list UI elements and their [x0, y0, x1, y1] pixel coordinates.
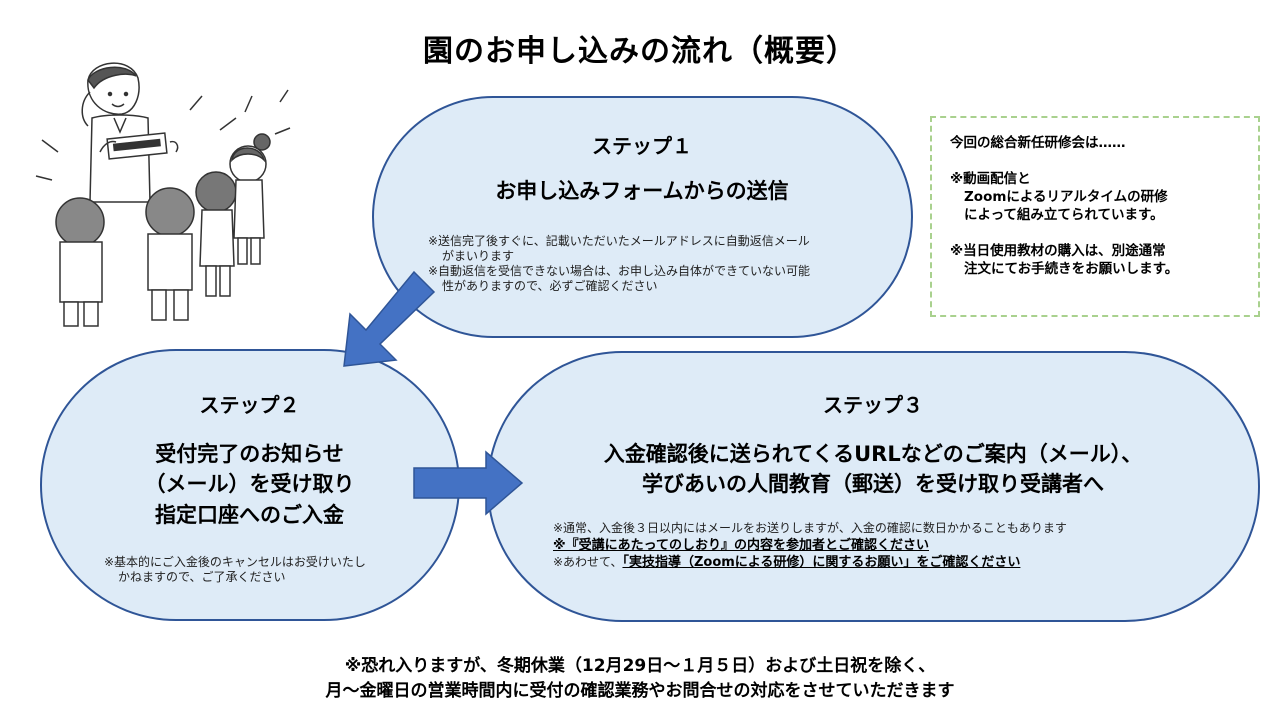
- info-box-line4: によって組み立てられています。: [964, 207, 1164, 223]
- step3-note3-link: 「実技指導（Zoomによる研修）に関するお願い」をご確認ください: [622, 555, 1021, 570]
- step2-heading: 受付完了のお知らせ （メール）を受け取り 指定口座へのご入金: [42, 439, 457, 530]
- footer-line2: 月～金曜日の営業時間内に受付の確認業務やお問合せの対応をさせていただきます: [325, 681, 955, 701]
- step3-note2: ※『受講にあたってのしおり』の内容を参加者とご確認ください: [553, 538, 929, 553]
- step2-note1b: かねますので、ご了承ください: [118, 570, 286, 584]
- teacher-children-illustration: [35, 62, 291, 327]
- step2-label: ステップ２: [199, 393, 300, 417]
- step3-heading-line1: 入金確認後に送られてくるURLなどのご案内（メール）、: [603, 442, 1143, 466]
- step1-label: ステップ１: [592, 134, 692, 158]
- step3-card: ステップ３ 入金確認後に送られてくるURLなどのご案内（メール）、 学びあいの人…: [487, 351, 1260, 622]
- info-box-line2: ※動画配信と: [950, 171, 1031, 187]
- step2-heading-line1: 受付完了のお知らせ: [155, 442, 344, 466]
- step1-note2: ※自動返信を受信できない場合は、お申し込み自体ができていない可能: [428, 264, 811, 278]
- footer-line1: ※恐れ入りますが、冬期休業（12月29日～１月５日）および土日祝を除く、: [344, 656, 936, 676]
- step1-notes: ※送信完了後すぐに、記載いただいたメールアドレスに自動返信メール がまいります …: [428, 234, 888, 294]
- arrow-step2-to-step3-icon: [413, 450, 524, 516]
- arrow-step1-to-step2-icon: [343, 270, 436, 367]
- info-box-line3: Zoomによるリアルタイムの研修: [964, 189, 1168, 205]
- step1-heading: お申し込みフォームからの送信: [495, 179, 789, 203]
- step3-label: ステップ３: [823, 393, 923, 417]
- step3-heading-line2: 学びあいの人間教育（郵送）を受け取り受講者へ: [642, 472, 1104, 497]
- step2-heading-line3: 指定口座へのご入金: [155, 502, 344, 527]
- step3-note3-prefix: ※あわせて、: [553, 555, 623, 569]
- step3-notes: ※通常、入金後３日以内にはメールをお送りしますが、入金の確認に数日かかることもあ…: [553, 521, 1233, 570]
- step2-card: ステップ２ 受付完了のお知らせ （メール）を受け取り 指定口座へのご入金 ※基本…: [40, 349, 460, 621]
- step2-heading-line2: （メール）を受け取り: [144, 472, 355, 497]
- info-box-line6: 注文にてお手続きをお願いします。: [964, 261, 1179, 277]
- step3-heading: 入金確認後に送られてくるURLなどのご案内（メール）、 学びあいの人間教育（郵送…: [489, 439, 1257, 500]
- info-box: 今回の総合新任研修会は…… ※動画配信と Zoomによるリアルタイムの研修 によ…: [930, 116, 1260, 317]
- step2-notes: ※基本的にご入金後のキャンセルはお受けいたし かねますので、ご了承ください: [104, 555, 424, 585]
- step1-note1b: がまいります: [442, 249, 515, 263]
- info-box-line1: 今回の総合新任研修会は……: [950, 135, 1126, 151]
- step1-note1: ※送信完了後すぐに、記載いただいたメールアドレスに自動返信メール: [428, 234, 810, 248]
- step3-note3: ※あわせて、「実技指導（Zoomによる研修）に関するお願い」をご確認ください: [553, 555, 1233, 570]
- step2-note1: ※基本的にご入金後のキャンセルはお受けいたし: [104, 555, 366, 569]
- step1-note2b: 性がありますので、必ずご確認ください: [442, 279, 658, 293]
- step3-note1: ※通常、入金後３日以内にはメールをお送りしますが、入金の確認に数日かかることもあ…: [553, 521, 1067, 535]
- step1-card: ステップ１ お申し込みフォームからの送信 ※送信完了後すぐに、記載いただいたメー…: [372, 96, 913, 338]
- page-title: 園のお申し込みの流れ（概要）: [423, 34, 857, 69]
- info-box-line5: ※当日使用教材の購入は、別途通常: [950, 243, 1166, 259]
